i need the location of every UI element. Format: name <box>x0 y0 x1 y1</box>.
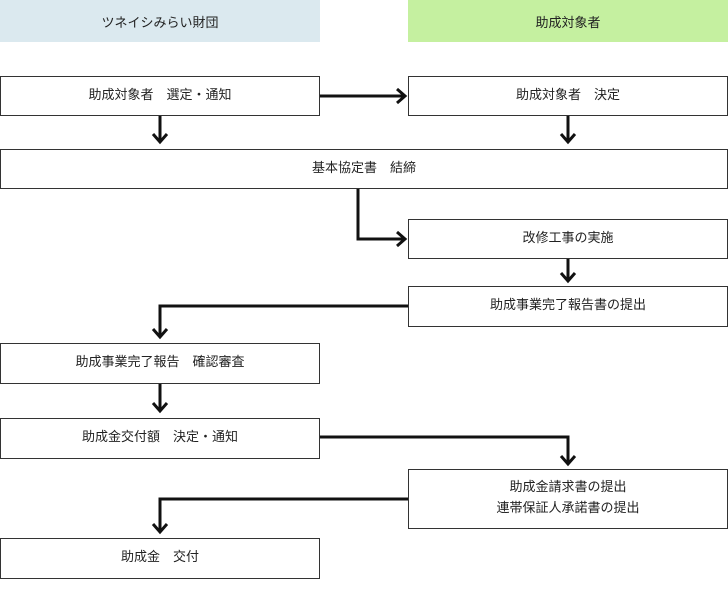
step-report-review: 助成事業完了報告 確認審査 <box>0 343 320 384</box>
header-recipient: 助成対象者 <box>408 0 728 42</box>
step-report-submit: 助成事業完了報告書の提出 <box>408 286 728 327</box>
arrow-report-to-review <box>151 304 408 340</box>
arrow-renovation-to-report <box>559 259 577 284</box>
step-select-notify: 助成対象者 選定・通知 <box>0 76 320 116</box>
step-label: 助成事業完了報告 確認審査 <box>75 355 245 371</box>
arrow-amount-to-invoice <box>320 435 577 467</box>
step-renovation: 改修工事の実施 <box>408 219 728 259</box>
arrow-select-to-agreement <box>151 116 169 145</box>
step-label: 改修工事の実施 <box>522 230 614 246</box>
arrow-review-to-amount <box>151 384 169 414</box>
step-label: 助成対象者 選定・通知 <box>88 87 232 103</box>
step-agreement: 基本協定書 結締 <box>0 149 728 189</box>
arrow-invoice-to-grant <box>151 497 408 535</box>
header-foundation: ツネイシみらい財団 <box>0 0 320 42</box>
step-label-line2: 連帯保証人承諾書の提出 <box>496 501 640 516</box>
arrow-select-to-decide <box>320 87 408 105</box>
step-decide: 助成対象者 決定 <box>408 76 728 116</box>
step-label: 助成対象者 決定 <box>515 87 620 103</box>
arrow-decide-to-agreement <box>559 116 577 145</box>
step-label: 助成金交付額 決定・通知 <box>81 430 238 446</box>
header-recipient-label: 助成対象者 <box>535 15 601 31</box>
step-label: 助成金 交付 <box>120 550 199 566</box>
step-label: 基本協定書 結締 <box>311 160 416 176</box>
step-label: 助成事業完了報告書の提出 <box>489 298 646 314</box>
step-invoice-submit: 助成金請求書の提出 連帯保証人承諾書の提出 <box>408 469 728 529</box>
header-foundation-label: ツネイシみらい財団 <box>101 15 219 31</box>
arrow-agreement-to-renovation <box>356 189 408 248</box>
step-grant: 助成金 交付 <box>0 538 320 579</box>
step-grant-amount: 助成金交付額 決定・通知 <box>0 418 320 459</box>
step-label-line1: 助成金請求書の提出 <box>509 480 627 496</box>
